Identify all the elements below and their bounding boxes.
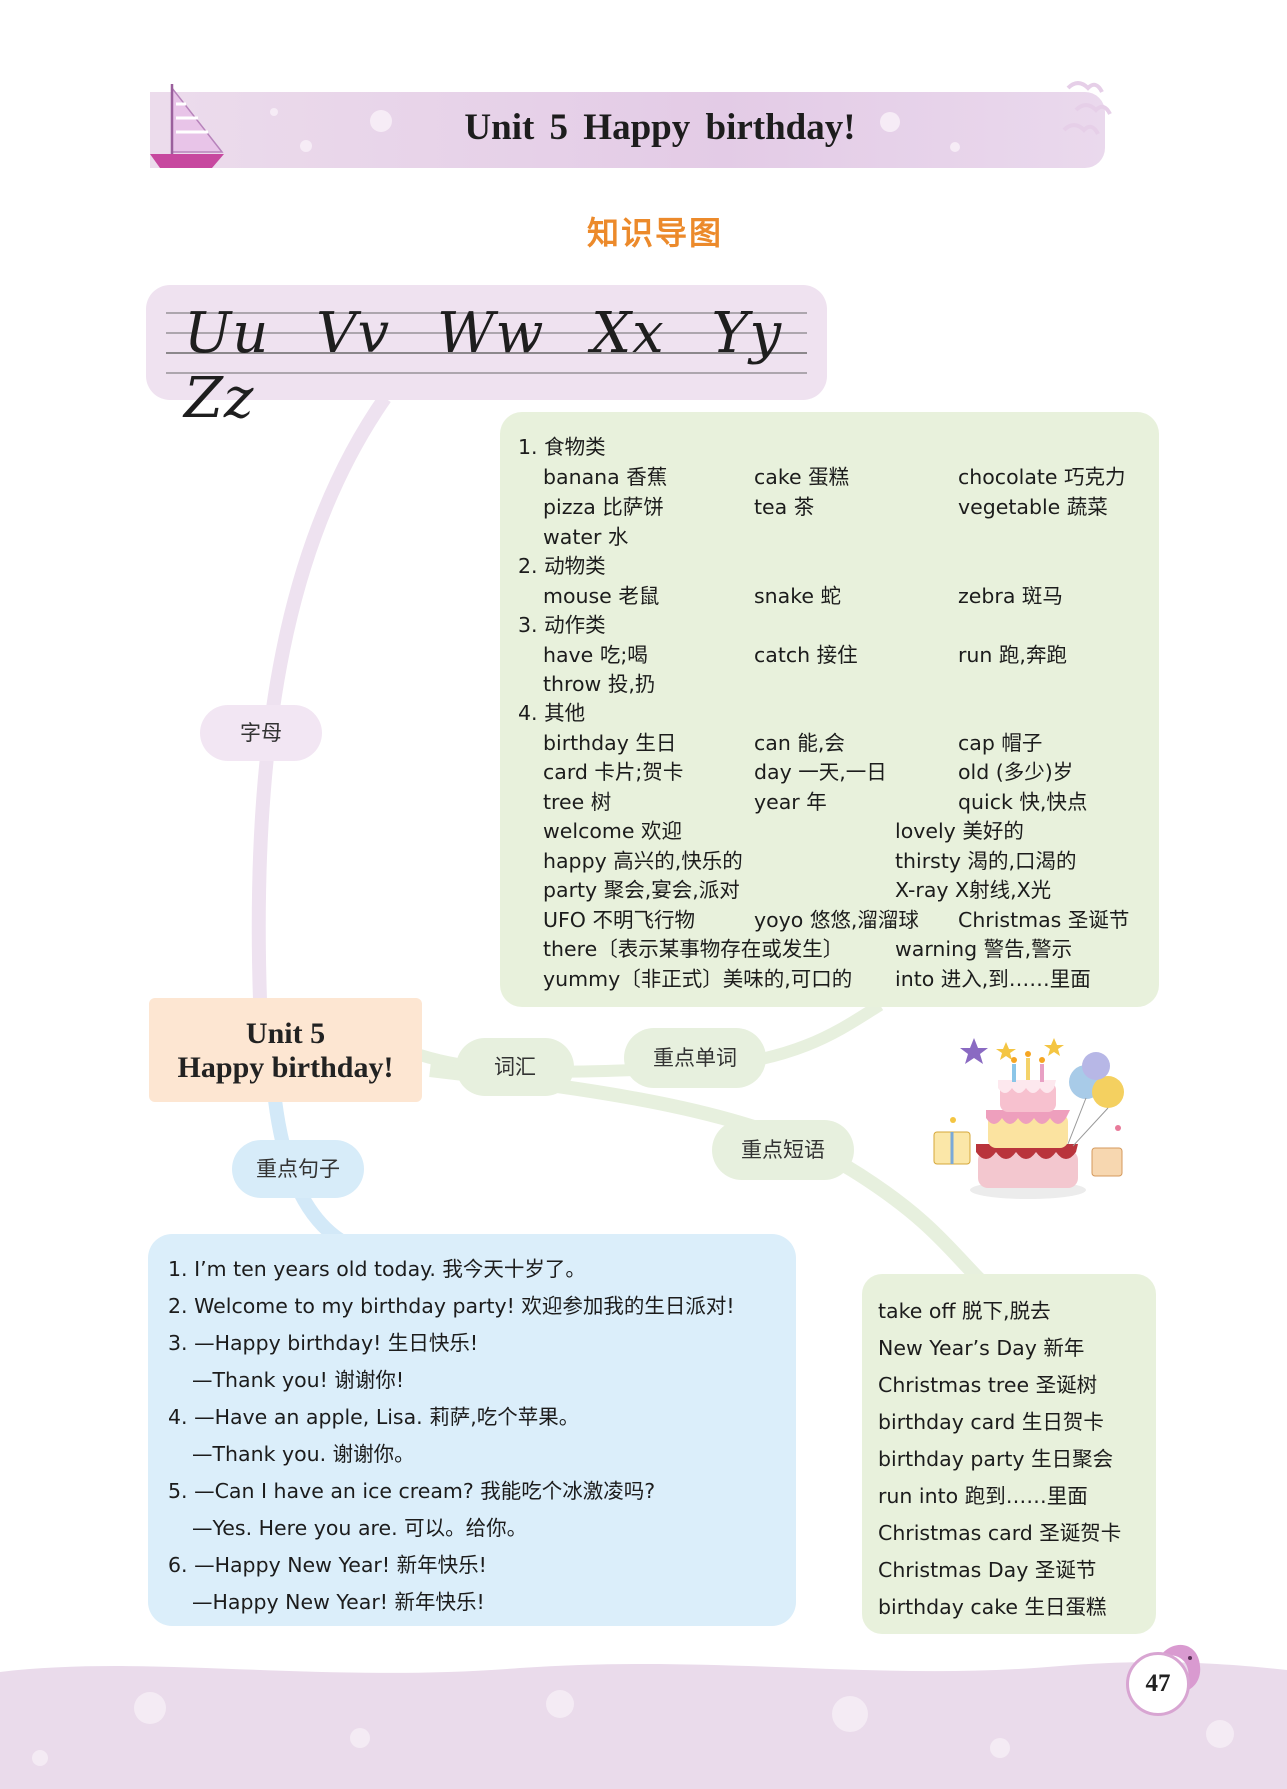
footer-wave [0,1662,1287,1789]
phrase-item: Christmas Day 圣诞节 [878,1558,1097,1582]
category-food: 1. 食物类 [518,435,606,459]
cloud-swirl-icon [1062,81,1112,135]
sailboat-icon [150,84,224,168]
word-item: chocolate 巧克力 [958,465,1126,489]
word-item: tea 茶 [754,495,815,519]
category-actions: 3. 动作类 [518,613,606,637]
word-item: catch 接住 [754,643,858,667]
word-item: zebra 斑马 [958,584,1063,608]
word-item: run 跑,奔跑 [958,643,1067,667]
letters-box: Uu Vv Ww Xx Yy Zz [146,285,827,431]
vocabulary-box: 1. 食物类 banana 香蕉 cake 蛋糕 chocolate 巧克力 p… [500,412,1159,1007]
word-item: cake 蛋糕 [754,465,850,489]
word-item: can 能,会 [754,731,845,755]
phrase-item: birthday party 生日聚会 [878,1447,1114,1471]
word-item: card 卡片;贺卡 [543,760,684,784]
phrase-item: Christmas card 圣诞贺卡 [878,1521,1122,1545]
word-item: birthday 生日 [543,731,677,755]
phrase-item: birthday cake 生日蛋糕 [878,1595,1107,1619]
page-number: 47 [1126,1652,1190,1716]
phrase-item: New Year’s Day 新年 [878,1336,1085,1360]
sentence-item: 4. —Have an apple, Lisa. 莉萨,吃个苹果。 [168,1405,580,1429]
key-sentences-box: 1. I’m ten years old today. 我今天十岁了。 2. W… [148,1234,796,1626]
word-item: year 年 [754,790,827,814]
sentence-item: —Yes. Here you are. 可以。给你。 [192,1516,528,1540]
dolphin-icon [1160,1644,1201,1693]
node-key-words: 重点单词 [624,1028,766,1088]
phrase-item: take off 脱下,脱去 [878,1299,1051,1323]
word-item: cap 帽子 [958,731,1043,755]
word-item: there〔表示某事物存在或发生〕 [543,937,844,961]
sentence-item: 5. —Can I have an ice cream? 我能吃个冰激凌吗? [168,1479,656,1503]
word-item: banana 香蕉 [543,465,668,489]
sentence-item: 3. —Happy birthday! 生日快乐! [168,1331,479,1355]
word-item: vegetable 蔬菜 [958,495,1108,519]
node-key-sentences: 重点句子 [232,1140,364,1198]
phrase-item: birthday card 生日贺卡 [878,1410,1104,1434]
mind-map-title: 知识导图 [586,214,723,252]
word-item: old (多少)岁 [958,760,1074,784]
unit-title: Unit 5 Happy birthday! [464,107,856,148]
center-topic-line2: Happy birthday! [177,1051,394,1084]
word-item: quick 快,快点 [958,790,1088,814]
word-item: mouse 老鼠 [543,584,660,608]
category-others: 4. 其他 [518,701,586,725]
sentence-item: —Thank you. 谢谢你。 [192,1442,415,1466]
header-banner [150,92,1105,168]
alphabet-letters: Uu Vv Ww Xx Yy Zz [184,301,783,431]
node-letters: 字母 [200,705,322,761]
word-item: Christmas 圣诞节 [958,908,1130,932]
sentence-item: —Happy New Year! 新年快乐! [192,1590,485,1614]
word-item: thirsty 渴的,口渴的 [895,849,1077,873]
center-topic-node: Unit 5 Happy birthday! [149,998,422,1102]
node-key-phrases: 重点短语 [712,1120,854,1180]
word-item: warning 警告,警示 [895,937,1073,961]
birthday-cake-illustration [933,1038,1124,1199]
word-item: day 一天,一日 [754,760,887,784]
word-item: throw 投,扔 [543,672,656,696]
word-item: happy 高兴的,快乐的 [543,849,743,873]
key-phrases-box: take off 脱下,脱去 New Year’s Day 新年 Christm… [862,1274,1156,1634]
word-item: yummy〔非正式〕美味的,可口的 [543,967,853,991]
word-item: water 水 [543,525,629,549]
word-item: pizza 比萨饼 [543,495,664,519]
sentence-item: 6. —Happy New Year! 新年快乐! [168,1553,487,1577]
word-item: into 进入,到……里面 [895,967,1091,991]
word-item: have 吃;喝 [543,643,648,667]
word-item: yoyo 悠悠,溜溜球 [754,908,919,932]
word-item: lovely 美好的 [895,819,1024,843]
center-topic-line1: Unit 5 [245,1017,326,1050]
word-item: party 聚会,宴会,派对 [543,878,740,902]
word-item: tree 树 [543,790,612,814]
sentence-item: 1. I’m ten years old today. 我今天十岁了。 [168,1257,586,1281]
word-item: X-ray X射线,X光 [895,878,1052,902]
handwriting-lines [166,312,807,374]
word-item: snake 蛇 [754,584,842,608]
sentence-item: —Thank you! 谢谢你! [192,1368,405,1392]
category-animals: 2. 动物类 [518,554,606,578]
word-item: UFO 不明飞行物 [543,908,695,932]
sentence-item: 2. Welcome to my birthday party! 欢迎参加我的生… [168,1294,735,1318]
phrase-item: Christmas tree 圣诞树 [878,1373,1098,1397]
word-item: welcome 欢迎 [543,819,682,843]
phrase-item: run into 跑到……里面 [878,1484,1088,1508]
node-vocabulary: 词汇 [456,1038,574,1096]
